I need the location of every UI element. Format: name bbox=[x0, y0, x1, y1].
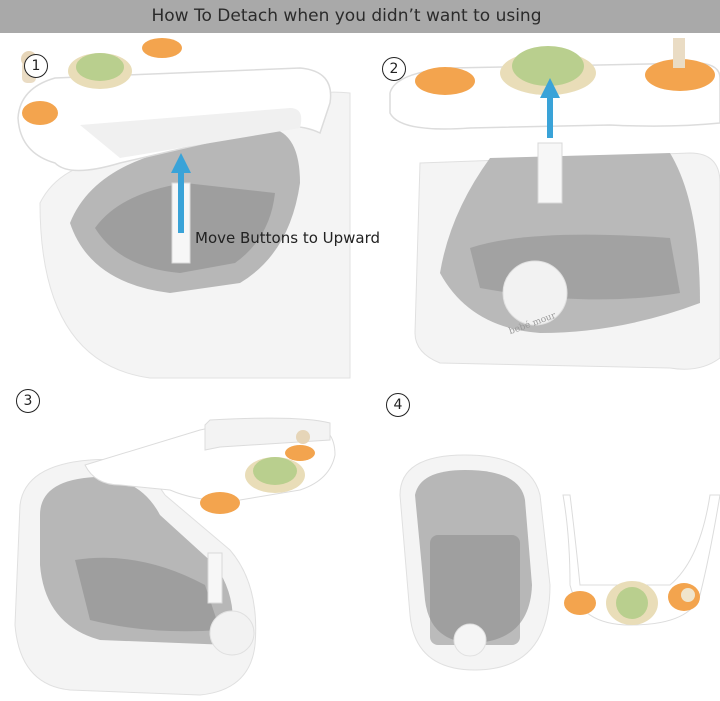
step-1-number: 1 bbox=[24, 54, 48, 78]
step-1-illustration bbox=[17, 38, 351, 379]
step-2-number: 2 bbox=[382, 57, 406, 81]
step-4-panel: 4 bbox=[370, 385, 720, 701]
step-3-panel: 3 bbox=[0, 385, 350, 701]
step-3-number: 3 bbox=[16, 389, 40, 413]
title-banner: How To Detach when you didn’t want to us… bbox=[0, 0, 720, 33]
step-2-illustration bbox=[389, 38, 720, 370]
banner-title: How To Detach when you didn’t want to us… bbox=[151, 6, 542, 26]
step-2-panel: 2 bebé mour bbox=[370, 33, 720, 383]
step-1-callout: Move Buttons to Upward bbox=[195, 229, 381, 247]
step-3-illustration bbox=[14, 417, 336, 696]
step-4-number: 4 bbox=[386, 393, 410, 417]
step-4-illustration bbox=[399, 454, 720, 671]
step-1-panel: 1 Move Buttons to Upward bbox=[0, 33, 380, 383]
